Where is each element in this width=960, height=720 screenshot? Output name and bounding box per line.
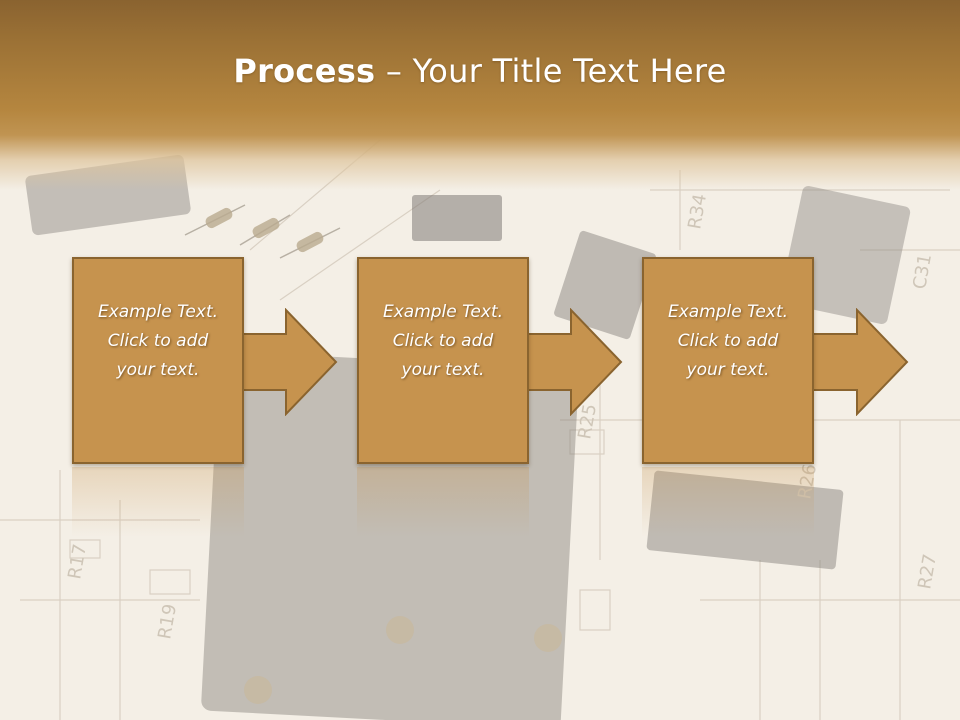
svg-text:R17: R17: [64, 542, 91, 581]
step-3-reflection: [642, 467, 814, 537]
step-3-text-line3: your text.: [686, 360, 770, 380]
step-2-text-line3: your text.: [401, 360, 485, 380]
slide-title[interactable]: Process – Your Title Text Here: [0, 52, 960, 90]
step-2-box[interactable]: Example Text. Click to add your text.: [357, 257, 529, 464]
step-1-text-line1: Example Text.: [97, 302, 219, 322]
svg-text:C31: C31: [909, 252, 936, 291]
step-3-box[interactable]: Example Text. Click to add your text.: [642, 257, 814, 464]
title-band: [0, 0, 960, 190]
title-bold-part: Process: [233, 52, 376, 90]
svg-text:R27: R27: [914, 552, 941, 591]
step-1-text-line2: Click to add: [107, 331, 209, 351]
svg-text:R34: R34: [684, 192, 711, 231]
step-1-box[interactable]: Example Text. Click to add your text.: [72, 257, 244, 464]
step-3-text-line2: Click to add: [677, 331, 779, 351]
step-2-text-line2: Click to add: [392, 331, 494, 351]
svg-text:R19: R19: [154, 602, 181, 641]
step-1-reflection: [72, 467, 244, 537]
step-2-reflection: [357, 467, 529, 537]
step-1-arrow: [241, 308, 338, 416]
title-rest-part: – Your Title Text Here: [375, 52, 727, 90]
step-3-arrow: [812, 308, 909, 416]
step-2-arrow: [526, 308, 623, 416]
step-2-text-line1: Example Text.: [382, 302, 504, 322]
step-3-text-line1: Example Text.: [667, 302, 789, 322]
step-1-text-line3: your text.: [116, 360, 200, 380]
